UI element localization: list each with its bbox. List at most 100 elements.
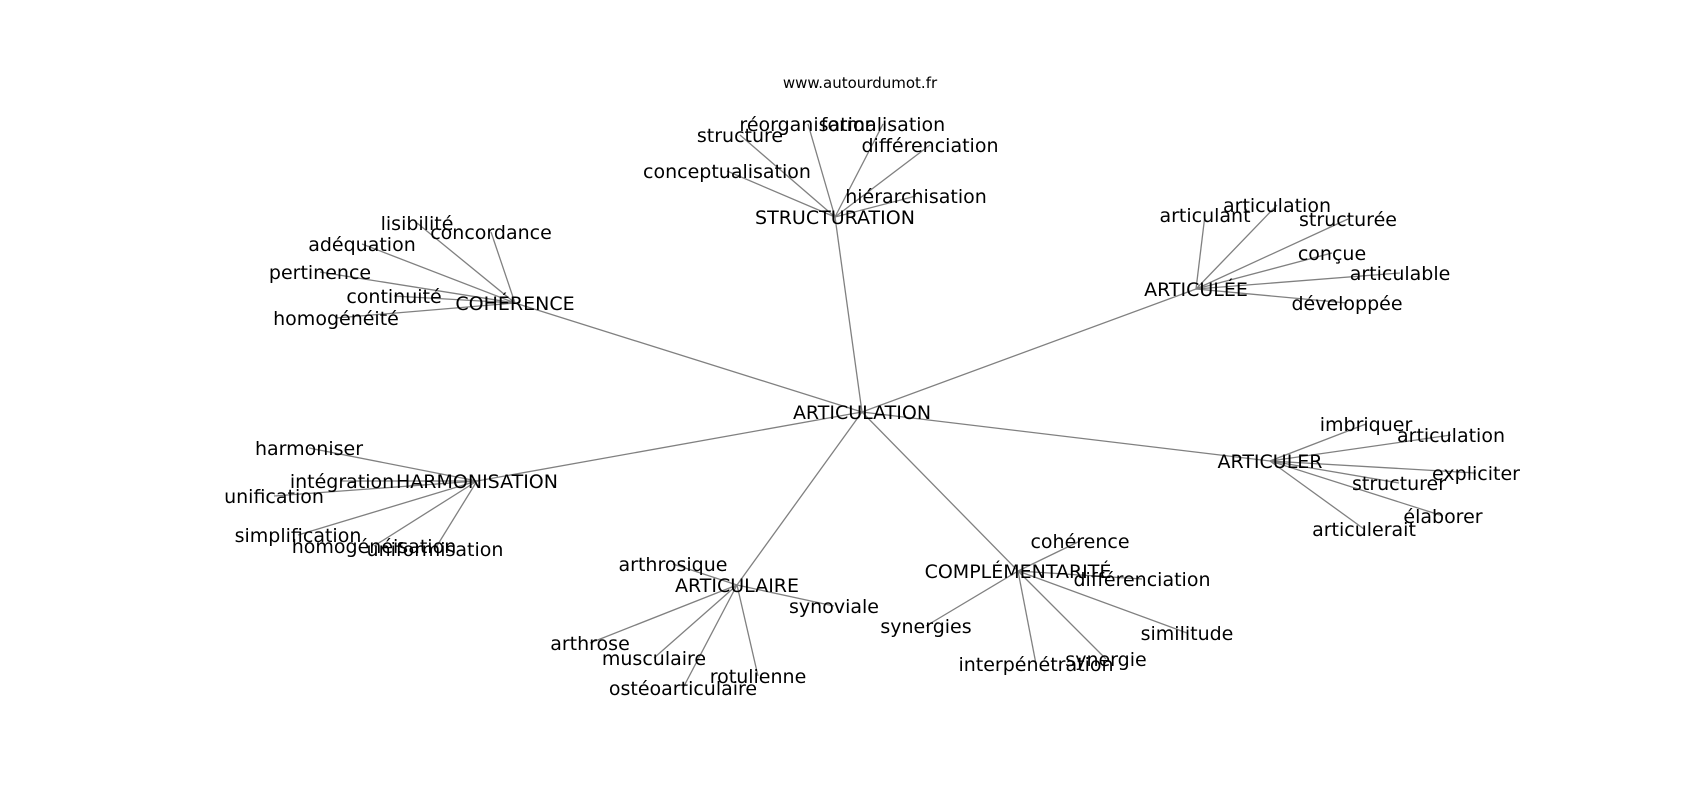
edge-articulaire-arthrosique: [672, 563, 738, 586]
leaf-node-articulee-articulant: articulant: [1159, 205, 1250, 227]
edge-articulaire-osteoarticulaire: [682, 584, 738, 689]
edge-harmonisation-harmoniser: [308, 447, 478, 482]
graph-edges: [273, 123, 1477, 689]
edge-articuler-imbriquer: [1269, 423, 1367, 462]
leaf-node-articulee-structuree: structurée: [1299, 209, 1397, 231]
edge-coherence-concordance: [490, 231, 516, 304]
hub-node-complementarite: COMPLÉMENTARITÉ: [925, 560, 1112, 583]
edge-structuration-reorganisation: [807, 123, 836, 218]
edge-articuler-articulation: [1269, 434, 1452, 462]
leaf-node-harmonisation-harmoniser: harmoniser: [255, 438, 363, 460]
edge-harmonisation-unification: [273, 480, 478, 497]
leaf-node-articuler-structurer: structurer: [1352, 473, 1446, 495]
leaf-node-articulee-developpee: développée: [1291, 293, 1402, 315]
leaf-node-structuration-hierarchisation: hiérarchisation: [845, 186, 987, 208]
leaf-node-complementarite-differenciation: différenciation: [1073, 569, 1210, 591]
leaf-node-articulaire-arthrosique: arthrosique: [619, 554, 728, 576]
hub-node-articulaire: ARTICULAIRE: [675, 575, 799, 597]
edge-articulaire-musculaire: [653, 584, 738, 659]
edge-harmonisation-homogeneisation: [373, 480, 478, 547]
leaf-node-harmonisation-unification: unification: [224, 486, 324, 508]
leaf-node-coherence-adequation: adéquation: [308, 234, 416, 256]
edge-complementarite-synergie: [1017, 570, 1107, 660]
hub-node-structuration: STRUCTURATION: [755, 207, 915, 229]
leaf-node-structuration-structure: structure: [697, 125, 783, 147]
leaf-node-complementarite-synergies: synergies: [880, 616, 971, 638]
edge-structuration-hierarchisation: [834, 195, 917, 218]
edge-harmonisation-uniformisation: [434, 480, 478, 550]
leaf-node-articulaire-rotulienne: rotulienne: [710, 666, 807, 688]
leaf-node-structuration-differenciation: différenciation: [861, 135, 998, 157]
edge-articulaire-arthrose: [589, 584, 738, 644]
edge-center-structuration: [834, 216, 863, 413]
edge-complementarite-coherence: [1017, 540, 1081, 572]
hub-node-articuler: ARTICULER: [1218, 451, 1323, 473]
edge-coherence-pertinence: [319, 271, 516, 304]
leaf-node-coherence-concordance: concordance: [430, 222, 552, 244]
leaf-node-coherence-homogeneite: homogénéité: [273, 308, 399, 330]
edge-articulee-articulant: [1195, 214, 1206, 290]
edge-structuration-structure: [739, 134, 836, 218]
leaf-node-articulaire-musculaire: musculaire: [602, 648, 706, 670]
site-url: www.autourdumot.fr: [783, 74, 938, 92]
edge-center-complementarite: [861, 411, 1019, 572]
edge-structuration-formalisation: [834, 123, 884, 218]
leaf-node-coherence-continuite: continuité: [346, 286, 441, 308]
edge-complementarite-similitude: [1017, 570, 1188, 634]
graph-labels: www.autourdumot.fr ARTICULATION STRUCTURA…: [224, 74, 1520, 700]
edge-coherence-continuite: [393, 295, 516, 304]
leaf-node-complementarite-interpenetration: interpénétration: [958, 654, 1113, 676]
leaf-node-articulee-concue: conçue: [1298, 243, 1366, 265]
edge-structuration-differenciation: [834, 144, 931, 218]
edge-center-harmonisation: [476, 411, 863, 482]
edge-articulaire-rotulienne: [736, 584, 759, 677]
leaf-node-articuler-elaborer: élaborer: [1403, 506, 1482, 528]
edge-articulee-developpee: [1195, 288, 1348, 304]
center-node-label: ARTICULATION: [793, 402, 931, 424]
edge-structuration-conceptualisation: [726, 170, 836, 218]
leaf-node-complementarite-synergie: synergie: [1065, 649, 1146, 671]
leaf-node-articulaire-synoviale: synoviale: [789, 596, 879, 618]
edge-coherence-homogeneite: [335, 302, 516, 319]
leaf-node-articulee-articulable: articulable: [1350, 263, 1451, 285]
leaf-node-harmonisation-homogeneisation: homogénéisation: [292, 536, 457, 558]
edge-center-articulaire: [736, 411, 863, 586]
leaf-node-harmonisation-uniformisation: uniformisation: [367, 539, 504, 561]
edge-articulee-structuree: [1195, 218, 1349, 290]
edge-articulaire-synoviale: [736, 584, 835, 607]
edge-articuler-structurer: [1269, 460, 1400, 484]
leaf-node-articuler-imbriquer: imbriquer: [1320, 414, 1413, 436]
leaf-node-articulaire-arthrose: arthrose: [550, 633, 630, 655]
edge-coherence-adequation: [361, 243, 516, 304]
hub-node-harmonisation: HARMONISATION: [396, 471, 558, 493]
leaf-node-articuler-articulation: articulation: [1397, 425, 1505, 447]
leaf-node-harmonisation-integration: intégration: [290, 471, 394, 493]
edge-center-articulee: [861, 288, 1197, 413]
hub-node-articulee: ARTICULÉE: [1144, 278, 1248, 301]
leaf-node-articulee-articulation: articulation: [1223, 195, 1331, 217]
leaf-node-harmonisation-simplification: simplification: [235, 525, 362, 547]
leaf-node-articulaire-osteoarticulaire: ostéoarticulaire: [609, 678, 757, 700]
leaf-node-complementarite-similitude: similitude: [1141, 623, 1234, 645]
edge-center-coherence: [514, 302, 863, 413]
edge-articuler-elaborer: [1269, 460, 1444, 517]
edge-articuler-expliciter: [1269, 460, 1477, 474]
leaf-node-structuration-conceptualisation: conceptualisation: [643, 161, 811, 183]
edge-complementarite-differenciation: [1017, 570, 1143, 580]
leaf-node-articuler-articulerait: articulerait: [1312, 519, 1416, 541]
edge-complementarite-interpenetration: [1017, 570, 1037, 665]
hub-node-coherence: COHÉRENCE: [455, 292, 574, 315]
leaf-node-structuration-formalisation: formalisation: [821, 114, 945, 136]
edge-harmonisation-simplification: [297, 480, 478, 536]
edge-articulee-articulable: [1195, 272, 1401, 290]
edge-complementarite-synergies: [925, 570, 1019, 627]
edge-center-articuler: [861, 411, 1271, 462]
edge-coherence-lisibilite: [416, 222, 516, 304]
edge-articulee-articulation: [1195, 204, 1278, 290]
leaf-node-articuler-expliciter: expliciter: [1432, 463, 1520, 485]
leaf-node-complementarite-coherence: cohérence: [1030, 531, 1129, 553]
leaf-node-structuration-reorganisation: réorganisation: [739, 114, 876, 136]
edge-articulee-concue: [1195, 252, 1333, 290]
edge-articuler-articulerait: [1269, 460, 1365, 530]
